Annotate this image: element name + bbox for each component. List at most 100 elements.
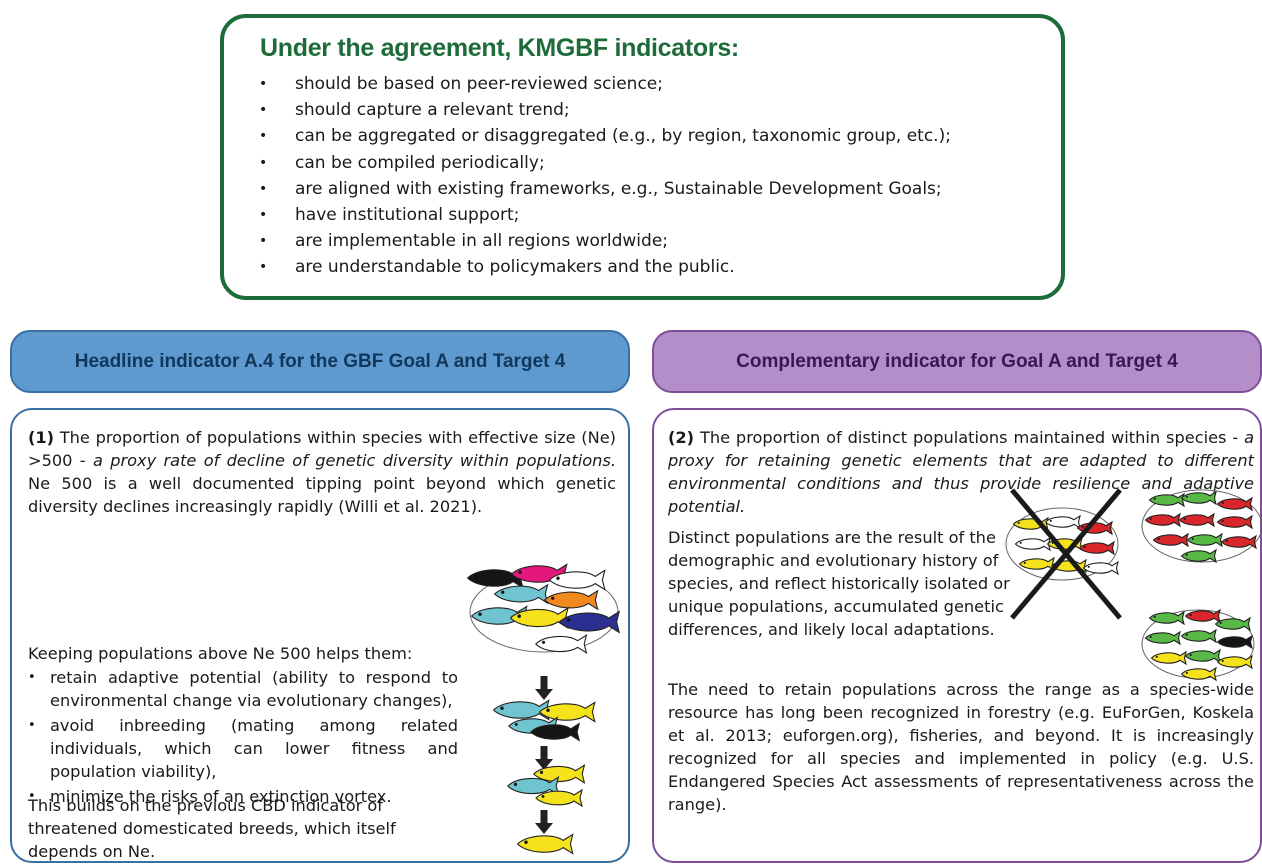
population-circle — [1005, 507, 1119, 581]
headline-indicator-panel: (1) The proportion of populations within… — [10, 408, 630, 863]
fish-eye — [566, 618, 571, 622]
fish-eye — [541, 795, 545, 798]
fish-eye — [1049, 519, 1052, 522]
fish-body — [535, 788, 583, 808]
fish-body — [1018, 556, 1055, 572]
headline-indicator-definition: (1) The proportion of populations within… — [28, 426, 616, 518]
fish-body — [1216, 514, 1253, 530]
criteria-item: are understandable to policymakers and t… — [254, 254, 951, 280]
arrow-head — [535, 689, 553, 700]
down-arrow-icon — [535, 810, 553, 834]
fish-icon — [1216, 654, 1253, 670]
fish-eye — [1149, 517, 1152, 520]
fish-eye — [1081, 525, 1084, 528]
fish-icon — [493, 583, 549, 605]
fish-eye — [524, 840, 528, 844]
fish-icon — [1078, 540, 1115, 556]
fish-body — [1148, 492, 1185, 508]
fish-icon — [1220, 534, 1257, 550]
complementary-indicator-title: Complementary indicator for Goal A and T… — [736, 350, 1178, 372]
fish-icon — [1082, 560, 1119, 576]
definition-italic: a proxy for retaining genetic elements t… — [668, 428, 1254, 516]
fish-eye — [1149, 635, 1152, 638]
fish-eye — [546, 708, 550, 712]
criteria-title: Under the agreement, KMGBF indicators: — [260, 34, 739, 62]
fish-eye — [1185, 495, 1188, 498]
fish-body — [1216, 496, 1253, 512]
fish-body — [1186, 532, 1223, 548]
fish-icon — [507, 776, 560, 796]
fish-eye — [1185, 633, 1188, 636]
fish-icon — [1044, 514, 1081, 530]
fish-eye — [1083, 545, 1086, 548]
fish-icon — [1180, 548, 1217, 564]
fish-body — [516, 833, 574, 855]
complementary-indicator-definition: (2) The proportion of distinct populatio… — [668, 426, 1254, 518]
fish-body — [1184, 648, 1221, 664]
fish-body — [1152, 532, 1189, 548]
fish-body — [1178, 512, 1215, 528]
fish-eye — [536, 728, 540, 732]
fish-icon — [516, 833, 574, 855]
fish-body — [1180, 490, 1217, 506]
fish-icon — [543, 589, 599, 611]
fish-eye — [541, 640, 546, 644]
fish-body — [558, 610, 621, 634]
fish-eye — [539, 770, 544, 774]
indicator-number: (1) — [28, 428, 55, 447]
criteria-item: are aligned with existing frameworks, e.… — [254, 176, 951, 202]
fish-body — [1014, 536, 1051, 552]
fish-body — [1082, 560, 1119, 576]
fish-eye — [1153, 615, 1156, 618]
benefit-item: minimize the risks of an extinction vort… — [28, 785, 458, 808]
fish-body — [1180, 666, 1217, 682]
fish-icon — [558, 610, 621, 634]
fish-eye — [1221, 501, 1224, 504]
fish-eye — [1017, 521, 1020, 524]
fish-eye — [518, 570, 522, 574]
criteria-item: have institutional support; — [254, 202, 951, 228]
arrow-shaft — [540, 676, 548, 690]
fish-eye — [474, 574, 478, 578]
fish-icon — [1178, 512, 1215, 528]
fish-body — [1220, 534, 1257, 550]
fish-icon — [1148, 610, 1185, 626]
down-arrow-icon — [535, 746, 553, 770]
keeping-intro: Keeping populations above Ne 500 helps t… — [28, 644, 413, 663]
fish-icon — [1152, 532, 1189, 548]
fish-icon — [535, 788, 583, 808]
arrow-head — [535, 823, 553, 834]
fish-icon — [1216, 634, 1253, 650]
fish-eye — [501, 590, 505, 594]
fish-icon — [1184, 648, 1221, 664]
fish-icon — [1216, 514, 1253, 530]
fish-body — [535, 634, 588, 654]
fish-icon — [1186, 532, 1223, 548]
fish-icon — [1014, 536, 1051, 552]
fish-eye — [1183, 517, 1186, 520]
fish-eye — [517, 614, 521, 618]
fish-eye — [1221, 659, 1224, 662]
fish-icon — [1148, 492, 1185, 508]
criteria-item: should be based on peer-reviewed science… — [254, 71, 951, 97]
benefit-item: avoid inbreeding (mating among related i… — [28, 714, 458, 783]
fish-eye — [1189, 613, 1192, 616]
fish-body — [1216, 654, 1253, 670]
fish-eye — [1185, 553, 1188, 556]
criteria-item: can be aggregated or disaggregated (e.g.… — [254, 123, 951, 149]
distinct-populations-text: Distinct populations are the result of t… — [668, 528, 1010, 639]
definition-text: The proportion of distinct populations m… — [694, 428, 1245, 447]
fish-icon — [1180, 490, 1217, 506]
fish-eye — [1023, 561, 1026, 564]
fish-eye — [1219, 621, 1222, 624]
definition-italic: a proxy rate of decline of genetic diver… — [92, 451, 617, 470]
population-decline-illustration — [466, 563, 621, 855]
fish-body — [492, 699, 550, 721]
indicator-number: (2) — [668, 428, 695, 447]
down-arrow-icon — [535, 676, 553, 700]
fish-body — [493, 583, 549, 605]
fish-eye — [1189, 653, 1192, 656]
headline-indicator-header: Headline indicator A.4 for the GBF Goal … — [10, 330, 630, 393]
fish-body — [1044, 514, 1081, 530]
closing-text: This builds on the previous CBD indicato… — [28, 796, 396, 861]
